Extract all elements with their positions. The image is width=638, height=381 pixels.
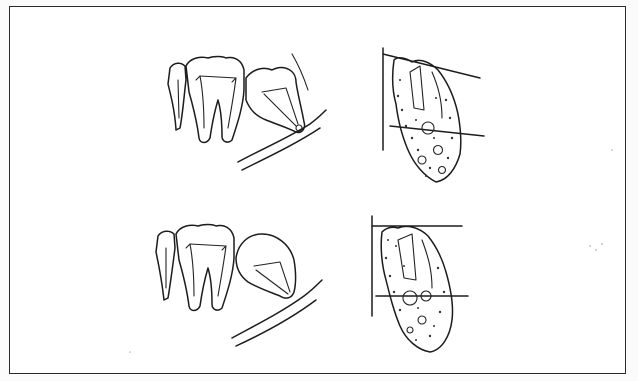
bottom-left-panel (156, 225, 322, 347)
top-right-panel (383, 48, 484, 182)
bottom-left-impacted-tooth (236, 234, 296, 298)
top-right-radiograph-outline (393, 58, 461, 182)
bottom-right-radiograph-outline (381, 226, 452, 352)
bottom-left-partial-tooth (156, 231, 175, 300)
bottom-left-jaw-line (232, 280, 322, 346)
top-left-panel (168, 54, 326, 170)
top-left-impacted-tooth (246, 68, 305, 133)
scan-marks (129, 149, 613, 353)
top-left-partial-tooth (168, 63, 186, 130)
bottom-right-speckles (385, 239, 445, 341)
bottom-right-panel (372, 216, 468, 352)
bottom-left-molar (176, 225, 234, 311)
top-right-reference-lines (383, 48, 484, 150)
bottom-right-reference-lines (372, 216, 468, 316)
top-left-molar (186, 57, 244, 143)
